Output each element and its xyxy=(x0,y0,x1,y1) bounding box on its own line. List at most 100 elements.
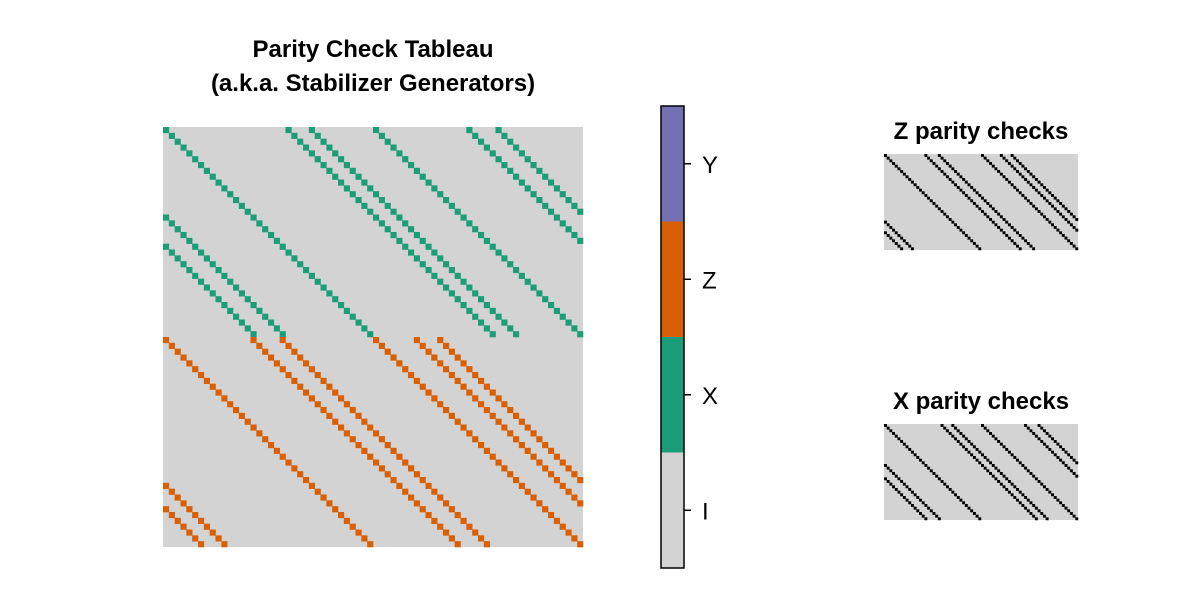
z-parity-cell xyxy=(1059,202,1063,205)
z-check-cell xyxy=(460,360,467,367)
x-check-cell xyxy=(250,331,257,338)
z-check-cell xyxy=(326,383,333,390)
z-parity-cell xyxy=(956,186,960,189)
x-check-cell xyxy=(203,167,210,174)
x-parity-cell xyxy=(1067,509,1071,513)
z-parity-checks-heatmap xyxy=(884,154,1079,251)
z-parity-cell xyxy=(1042,186,1046,189)
x-check-cell xyxy=(390,208,397,215)
z-parity-cell xyxy=(1024,239,1028,243)
x-check-cell xyxy=(291,255,298,262)
z-check-cell xyxy=(355,412,362,419)
z-check-cell xyxy=(192,366,199,373)
z-parity-cell xyxy=(894,242,898,245)
z-parity-cell xyxy=(1021,236,1025,240)
z-parity-cell xyxy=(943,159,947,163)
z-check-cell xyxy=(256,430,263,437)
z-check-cell xyxy=(168,488,175,495)
x-check-cell xyxy=(571,325,578,332)
x-check-cell xyxy=(553,307,560,314)
x-parity-cell xyxy=(962,445,966,449)
x-check-cell xyxy=(215,267,222,274)
z-check-cell xyxy=(443,407,450,414)
z-check-cell xyxy=(425,389,432,396)
x-parity-cell xyxy=(1029,472,1033,475)
x-parity-cell xyxy=(1024,424,1028,427)
z-check-cell xyxy=(460,424,467,431)
x-parity-cell xyxy=(1018,490,1022,494)
z-check-cell xyxy=(571,471,578,478)
x-parity-cell xyxy=(935,474,939,478)
z-parity-cell xyxy=(889,236,893,240)
z-check-cell xyxy=(297,354,304,361)
x-check-cell xyxy=(227,191,234,198)
x-parity-cell xyxy=(1026,426,1030,430)
z-parity-cell xyxy=(1032,175,1036,179)
x-parity-cell xyxy=(978,517,982,521)
z-parity-cell xyxy=(956,172,960,176)
z-check-cell xyxy=(349,407,356,414)
x-check-cell xyxy=(565,226,572,233)
x-check-cell xyxy=(413,167,420,174)
z-check-cell xyxy=(268,442,275,449)
x-check-cell xyxy=(530,284,537,291)
x-check-cell xyxy=(548,179,555,186)
z-parity-cell xyxy=(900,236,904,240)
x-check-cell xyxy=(513,144,520,151)
z-check-cell xyxy=(163,337,170,344)
x-parity-cell xyxy=(1034,434,1038,438)
x-check-cell xyxy=(314,132,321,139)
x-check-cell xyxy=(472,226,479,233)
z-parity-cell xyxy=(1053,207,1057,211)
z-parity-cell xyxy=(910,247,914,251)
z-parity-cell xyxy=(892,239,896,243)
z-check-cell xyxy=(460,517,467,524)
z-check-cell xyxy=(513,436,520,443)
x-check-cell xyxy=(548,208,555,215)
z-parity-cell xyxy=(902,239,906,243)
x-check-cell xyxy=(326,167,333,174)
x-parity-cell xyxy=(1040,482,1044,486)
z-parity-cell xyxy=(932,162,936,165)
x-check-cell xyxy=(163,243,170,250)
z-check-cell xyxy=(443,342,450,349)
z-parity-cell xyxy=(954,223,957,227)
z-check-cell xyxy=(355,442,362,449)
z-parity-cell xyxy=(975,244,979,248)
x-check-cell xyxy=(279,331,286,338)
z-parity-cell xyxy=(1016,188,1019,192)
x-check-cell xyxy=(478,296,485,303)
z-parity-cell xyxy=(999,228,1003,232)
z-parity-cell xyxy=(1005,220,1009,224)
z-parity-cell xyxy=(943,172,947,176)
z-parity-cell xyxy=(937,167,941,171)
z-parity-cell xyxy=(1005,159,1009,163)
z-check-cell xyxy=(419,383,426,390)
z-parity-cell xyxy=(1032,204,1036,208)
x-parity-cell xyxy=(1075,461,1079,465)
z-parity-cell xyxy=(959,228,963,232)
z-check-cell xyxy=(565,488,572,495)
x-parity-cell xyxy=(1056,442,1060,446)
tableau-title-line-1: Parity Check Tableau xyxy=(253,36,494,63)
x-parity-cell xyxy=(889,482,893,486)
z-parity-cell xyxy=(1069,242,1073,245)
x-check-cell xyxy=(174,226,181,233)
x-check-cell xyxy=(343,162,350,169)
x-parity-cell xyxy=(932,512,936,515)
x-parity-cell xyxy=(1048,490,1052,494)
x-parity-cell xyxy=(1016,498,1019,502)
z-check-cell xyxy=(472,372,479,379)
z-check-cell xyxy=(238,412,245,419)
x-check-cell xyxy=(192,272,199,279)
x-check-cell xyxy=(559,313,566,320)
z-check-cell xyxy=(466,430,473,437)
x-parity-cell xyxy=(956,440,960,443)
z-parity-cell xyxy=(927,156,931,160)
z-parity-cell xyxy=(937,207,941,211)
z-parity-cell xyxy=(1040,212,1044,216)
x-parity-cell xyxy=(884,464,887,467)
z-parity-cell xyxy=(956,226,960,229)
z-parity-cell xyxy=(1010,154,1014,157)
x-check-cell xyxy=(396,150,403,157)
